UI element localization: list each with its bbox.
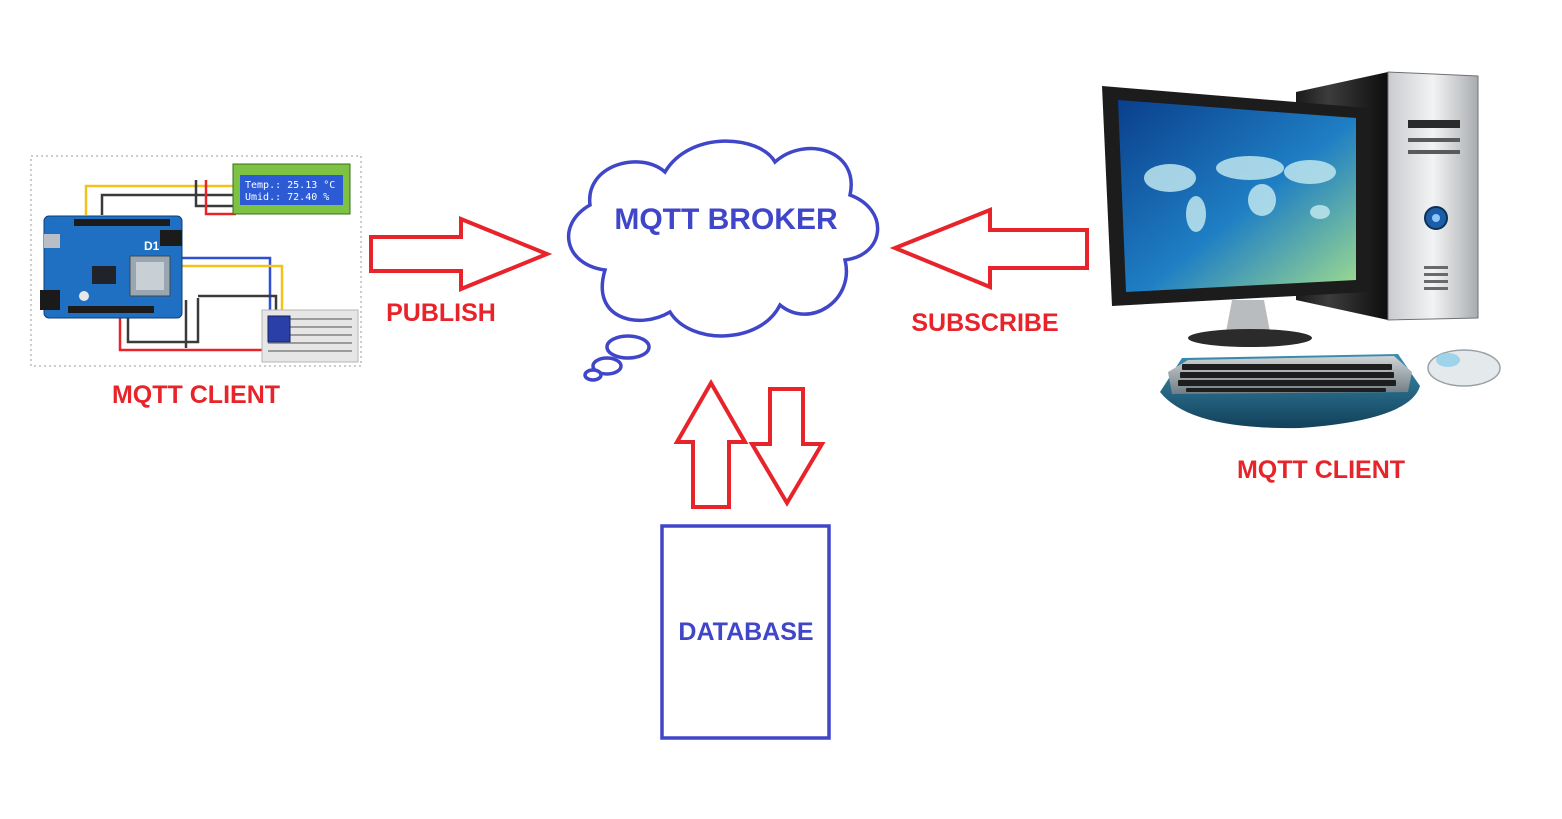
arrow-up-to-broker (673, 378, 749, 509)
cloud-bubble-small (583, 368, 603, 382)
broker-label: MQTT BROKER (614, 203, 838, 236)
breadboard (261, 309, 359, 363)
lcd-display: Temp.: 25.13 °C Umid.: 72.40 % (232, 163, 351, 215)
wemos-d1-board: D1 (40, 215, 183, 319)
subscribe-arrow (889, 207, 1089, 290)
sensor-module (267, 315, 291, 343)
lcd-line-2: Umid.: 72.40 % (245, 192, 329, 203)
mouse (1427, 349, 1501, 387)
subscribe-label: SUBSCRIBE (911, 309, 1058, 337)
monitor-stand (1188, 300, 1312, 347)
mqtt-broker-cloud: MQTT BROKER (566, 139, 880, 382)
iot-circuit-illustration: D1 Temp.: 25.13 °C Umid.: 72.40 % MQTT C… (30, 155, 362, 409)
board-label: D1 (144, 239, 160, 253)
keyboard (1160, 354, 1420, 429)
right-client-label: MQTT CLIENT (1237, 456, 1405, 484)
cloud-bubble-medium (591, 356, 623, 376)
publish-label: PUBLISH (386, 299, 496, 327)
database-label: DATABASE (678, 618, 813, 646)
arrow-down-to-database (748, 387, 826, 507)
world-map-icon (1144, 156, 1336, 232)
left-client-label: MQTT CLIENT (112, 381, 280, 409)
circuit-frame (30, 155, 362, 367)
publish-arrow (369, 216, 553, 292)
lcd-line-1: Temp.: 25.13 °C (245, 180, 335, 191)
database-arrows (673, 378, 826, 509)
desktop-computer-illustration: MQTT CLIENT (1102, 71, 1501, 484)
monitor (1102, 86, 1368, 306)
cloud-bubble-large (605, 334, 651, 360)
cloud-shape (566, 139, 880, 338)
database-box: DATABASE (660, 524, 831, 740)
